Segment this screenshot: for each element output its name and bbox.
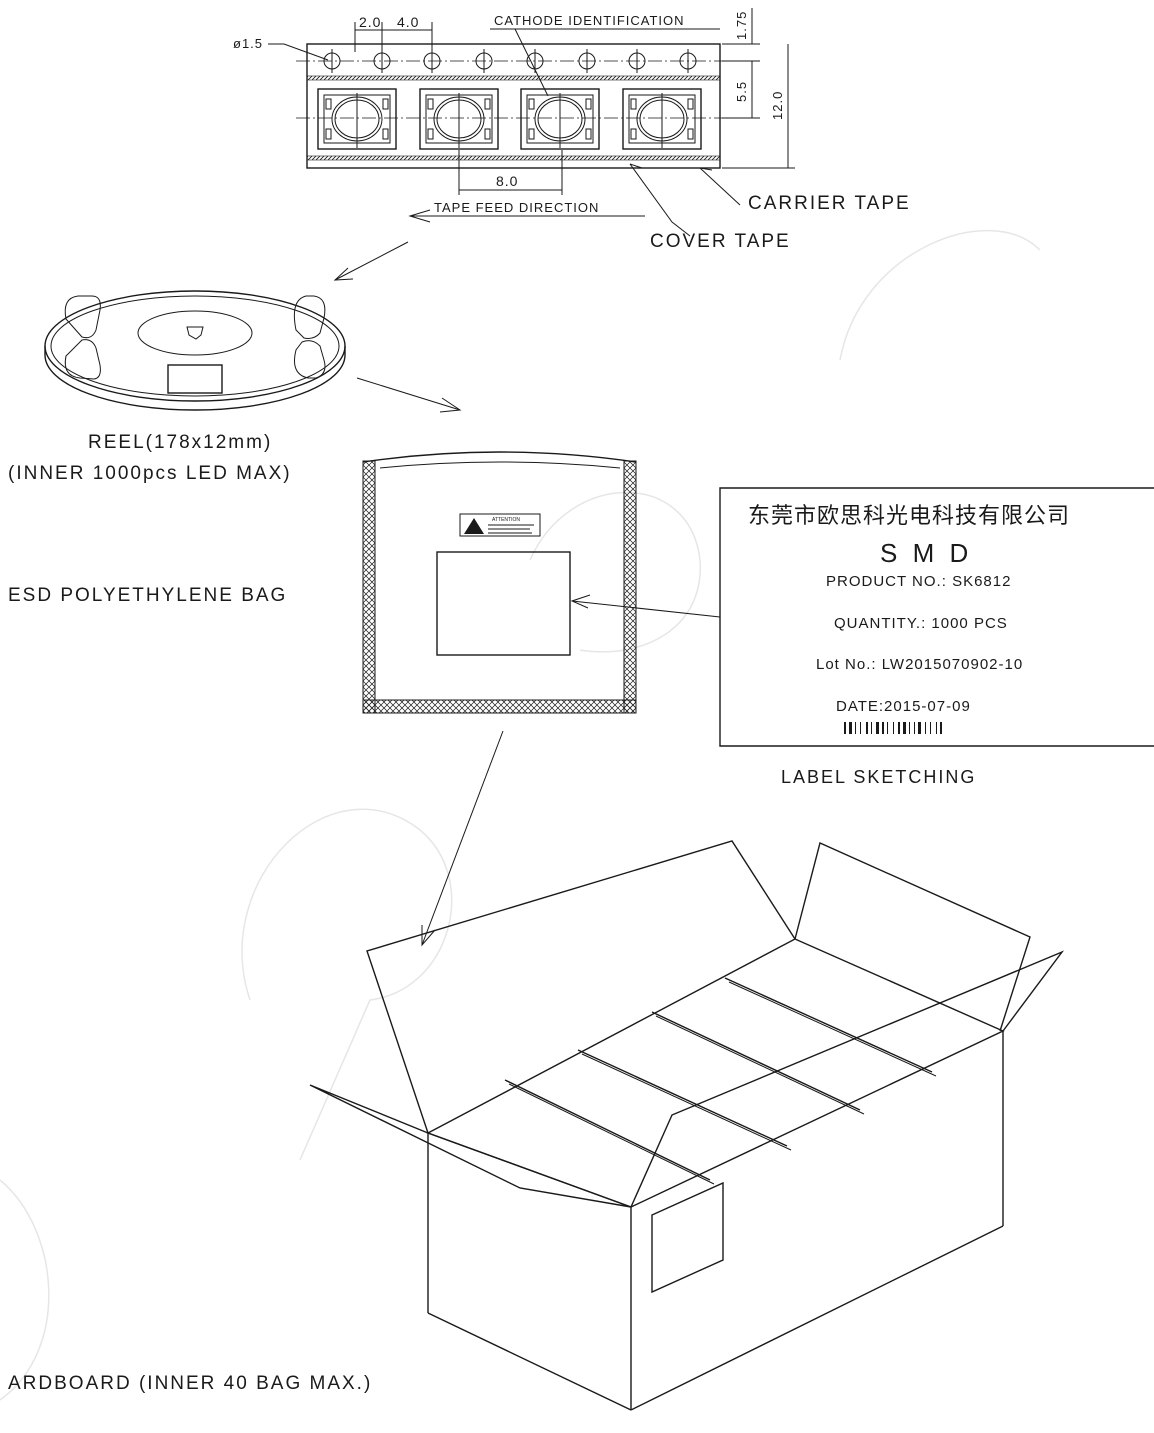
- pitch-small-dim: 2.0: [359, 14, 381, 30]
- arrow-reel-to-bag: [356, 377, 462, 413]
- carrier-tape-label: CARRIER TAPE: [748, 193, 911, 214]
- sprocket-hole: [373, 49, 391, 73]
- box-divider: [504, 1079, 715, 1185]
- company-name: 东莞市欧思科光电科技有限公司: [748, 504, 1070, 529]
- barcode: [844, 722, 942, 734]
- dim-80: 8.0: [496, 173, 518, 189]
- watermark: [0, 229, 1041, 1401]
- led-pocket: [520, 88, 600, 150]
- attention-text: ATTENTION: [492, 517, 520, 523]
- sprocket-hole: [475, 49, 493, 73]
- hole-diameter-dim: ø1.5: [233, 36, 263, 51]
- product-no: PRODUCT NO.: SK6812: [826, 573, 1011, 590]
- arrow-bag-to-box: [421, 730, 504, 947]
- label-sketching-caption: LABEL SKETCHING: [781, 767, 976, 787]
- arrow-tape-to-reel: [333, 241, 409, 281]
- cathode-label: CATHODE IDENTIFICATION: [494, 13, 685, 28]
- feed-direction-label: TAPE FEED DIRECTION: [434, 200, 599, 215]
- smd-title: S M D: [880, 538, 972, 568]
- sprocket-hole: [423, 49, 441, 73]
- lot-no: Lot No.: LW2015070902-10: [816, 656, 1023, 673]
- date: DATE:2015-07-09: [836, 698, 971, 715]
- box-label: ARDBOARD (INNER 40 BAG MAX.): [8, 1373, 372, 1394]
- box-divider: [577, 1049, 792, 1151]
- carton-box-drawing: ARDBOARD (INNER 40 BAG MAX.): [8, 840, 1065, 1411]
- sprocket-hole: [679, 49, 697, 73]
- esd-bag-drawing: ATTENTION ESD POLYETHYLENE BAG: [8, 451, 637, 714]
- box-divider: [724, 977, 937, 1077]
- carrier-tape-drawing: 2.0 4.0 ø1.5 CATHODE IDENTIFICATION 1.75…: [233, 8, 911, 252]
- dim-120: 12.0: [770, 91, 785, 120]
- pitch-large-dim: 4.0: [397, 14, 419, 30]
- sprocket-hole: [628, 49, 646, 73]
- dim-175: 1.75: [734, 11, 749, 40]
- led-pocket: [419, 88, 499, 150]
- bag-label: ESD POLYETHYLENE BAG: [8, 585, 287, 606]
- quantity: QUANTITY.: 1000 PCS: [834, 615, 1008, 632]
- led-pocket: [317, 88, 397, 150]
- reel-label-line1: REEL(178x12mm): [88, 432, 272, 453]
- box-divider: [651, 1011, 865, 1115]
- cover-tape-label: COVER TAPE: [650, 231, 791, 252]
- reel-label-line2: (INNER 1000pcs LED MAX): [8, 463, 292, 484]
- led-pocket: [622, 88, 702, 150]
- sprocket-hole: [578, 49, 596, 73]
- sprocket-hole: [323, 49, 341, 73]
- dim-55: 5.5: [734, 81, 749, 102]
- arrow-label-to-bag: [570, 594, 721, 618]
- reel-drawing: REEL(178x12mm) (INNER 1000pcs LED MAX): [8, 290, 346, 484]
- label-card: 东莞市欧思科光电科技有限公司 S M D PRODUCT NO.: SK6812…: [719, 487, 1154, 787]
